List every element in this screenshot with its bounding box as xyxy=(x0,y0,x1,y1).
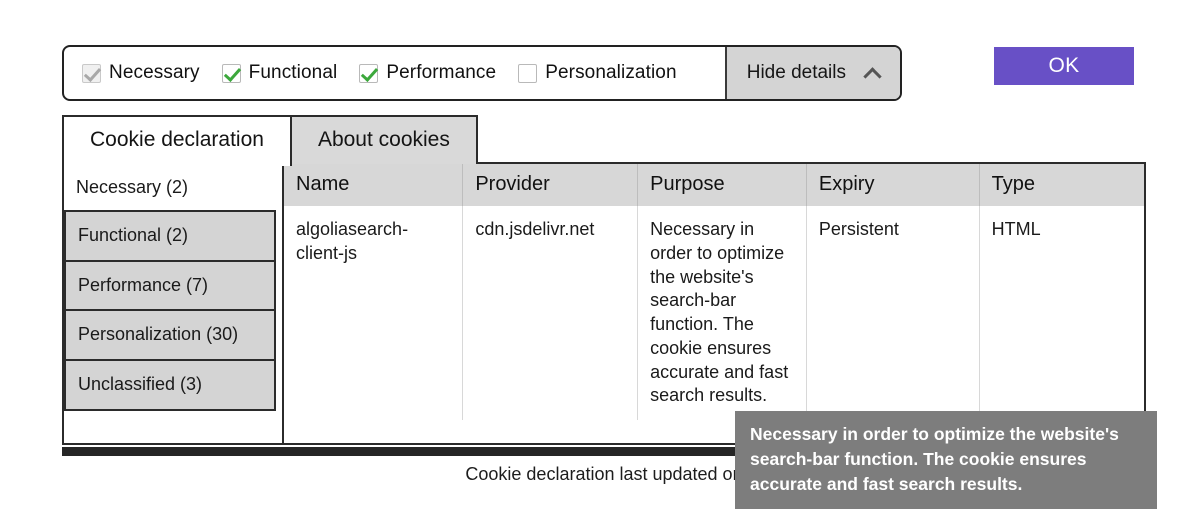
ok-button[interactable]: OK xyxy=(994,47,1134,85)
consent-banner: Necessary Functional Performance Persona… xyxy=(62,45,902,101)
tab-cookie-declaration[interactable]: Cookie declaration xyxy=(62,115,292,167)
consent-option-label: Personalization xyxy=(545,62,677,83)
sidebar-item-unclassified[interactable]: Unclassified (3) xyxy=(64,359,276,411)
consent-option-personalization[interactable]: Personalization xyxy=(518,62,677,84)
panel-body: Necessary (2) Functional (2) Performance… xyxy=(62,162,1146,445)
consent-category-list: Necessary Functional Performance Persona… xyxy=(64,47,725,99)
panel-tabs: Cookie declaration About cookies xyxy=(62,115,478,167)
cell-type: HTML xyxy=(991,219,1041,239)
sidebar-item-functional[interactable]: Functional (2) xyxy=(64,209,276,262)
sidebar-item-personalization[interactable]: Personalization (30) xyxy=(64,309,276,362)
footer-caption: Cookie declaration last updated on xyxy=(465,464,743,484)
consent-option-performance[interactable]: Performance xyxy=(359,62,496,84)
consent-option-functional[interactable]: Functional xyxy=(221,62,338,84)
consent-option-label: Performance xyxy=(386,62,497,83)
consent-option-label: Functional xyxy=(248,62,338,83)
chevron-up-icon xyxy=(864,65,880,81)
panel-footer-divider xyxy=(62,447,1146,456)
sidebar-item-performance[interactable]: Performance (7) xyxy=(64,259,276,312)
cookie-table: Name Provider Purpose Expiry Type algoli… xyxy=(284,164,1144,420)
category-sidebar: Necessary (2) Functional (2) Performance… xyxy=(64,164,276,443)
cookie-table-body: algoliasearch-client-js cdn.jsdelivr.net… xyxy=(284,206,1144,420)
table-header-row: Name Provider Purpose Expiry Type xyxy=(284,164,1144,206)
consent-option-label: Necessary xyxy=(109,62,200,83)
cell-name: algoliasearch-client-js xyxy=(284,206,464,420)
checkbox-unchecked-icon[interactable] xyxy=(518,63,538,83)
column-header-type[interactable]: Type xyxy=(979,164,1144,206)
cookie-table-container: Name Provider Purpose Expiry Type algoli… xyxy=(282,164,1144,443)
column-header-name[interactable]: Name xyxy=(284,164,464,206)
tab-about-cookies[interactable]: About cookies xyxy=(289,115,478,165)
checkbox-checked-icon[interactable] xyxy=(221,63,241,83)
cell-expiry: Persistent xyxy=(806,206,980,420)
cell-purpose[interactable]: Necessary in order to optimize the websi… xyxy=(637,206,807,420)
cookie-declaration-panel: Cookie declaration About cookies Necessa… xyxy=(62,115,1146,459)
column-header-expiry[interactable]: Expiry xyxy=(806,164,980,206)
column-header-provider[interactable]: Provider xyxy=(462,164,639,206)
column-header-purpose[interactable]: Purpose xyxy=(637,164,807,206)
hide-details-label: Hide details xyxy=(746,62,846,83)
sidebar-item-necessary[interactable]: Necessary (2) xyxy=(64,164,276,212)
hide-details-button[interactable]: Hide details xyxy=(724,47,900,99)
checkbox-checked-icon[interactable] xyxy=(359,63,379,83)
checkbox-checked-disabled-icon[interactable] xyxy=(82,63,101,83)
consent-option-necessary[interactable]: Necessary xyxy=(82,62,200,84)
cookie-table-head: Name Provider Purpose Expiry Type xyxy=(284,164,1144,206)
cell-provider: cdn.jsdelivr.net xyxy=(462,206,639,420)
purpose-tooltip: Necessary in order to optimize the websi… xyxy=(735,411,1157,509)
table-row: algoliasearch-client-js cdn.jsdelivr.net… xyxy=(284,206,1144,420)
